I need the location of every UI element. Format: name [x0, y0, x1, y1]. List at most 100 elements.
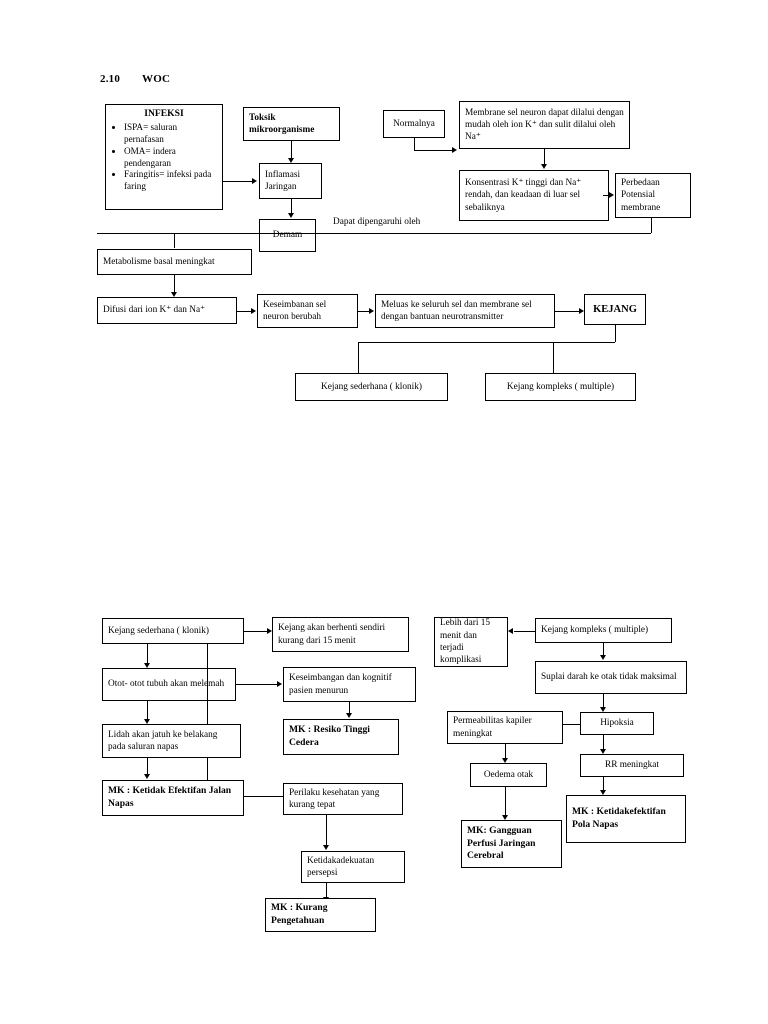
- connector-membrane-konsentrasi: [544, 149, 545, 165]
- box-konsentrasi: Konsentrasi K⁺ tinggi dan Na⁺ rendah, da…: [459, 170, 609, 221]
- connector-demam-metabolisme-v: [174, 233, 175, 248]
- connector-kejang-branch-h: [358, 342, 615, 343]
- box-berhenti-sendiri: Kejang akan berhenti sendiri kurang dari…: [272, 617, 409, 652]
- connector-lidah-mk: [147, 758, 148, 775]
- list-item: Faringitis= infeksi pada faring: [124, 169, 217, 193]
- arrowhead-down: [502, 758, 508, 763]
- box-suplai-darah: Suplai darah ke otak tidak maksimal: [535, 661, 687, 694]
- connector-keseimbanan-meluas: [358, 311, 369, 312]
- arrowhead-right: [267, 628, 272, 634]
- arrowhead-down: [144, 774, 150, 779]
- connector-toksik-inflamasi: [291, 141, 292, 159]
- connector-normalnya-v: [414, 138, 415, 150]
- box-rr-meningkat: RR meningkat: [580, 754, 684, 777]
- connector-sederhana-otot: [147, 644, 148, 664]
- infeksi-title: INFEKSI: [144, 108, 184, 119]
- box-mk-jalan-napas: MK : Ketidak Efektifan Jalan Napas: [102, 780, 244, 816]
- arrowhead-right: [369, 308, 374, 314]
- connector-persepsi-mk: [326, 883, 327, 898]
- connector-konsentrasi-perbedaan: [603, 195, 609, 196]
- arrowhead-down: [288, 158, 294, 163]
- connector-sederhana-berhenti: [244, 631, 267, 632]
- connector-perbedaan-v: [651, 218, 652, 233]
- box-otot-melemah: Otot- otot tubuh akan melemah: [102, 668, 236, 701]
- arrowhead-down: [346, 713, 352, 718]
- arrowhead-right: [452, 147, 457, 153]
- connector-metabolisme-difusi: [174, 275, 175, 293]
- connector-kejang-v: [615, 325, 616, 342]
- arrowhead-down: [541, 164, 547, 169]
- connector-meluas-kejang: [555, 311, 579, 312]
- connector-hipoksia-permeabilitas: [563, 724, 580, 725]
- arrowhead-right: [251, 308, 256, 314]
- box-meluas: Meluas ke seluruh sel dan membrane sel d…: [375, 294, 555, 328]
- arrowhead-down: [600, 707, 606, 712]
- arrowhead-down: [502, 815, 508, 820]
- box-lebih-15-menit: Lebih dari 15 menit dan terjadi komplika…: [434, 617, 508, 667]
- box-keseimbangan-kognitif: Keseimbangan dan kognitif pasien menurun: [283, 667, 416, 702]
- box-kejang: KEJANG: [584, 294, 646, 325]
- connector-trunk-to-perilaku: [207, 796, 283, 797]
- connector-kejang-left-v: [358, 342, 359, 373]
- connector-kompleks-suplai: [603, 643, 604, 656]
- connector-otot-lidah: [147, 701, 148, 720]
- list-item: ISPA= saluran pernafasan: [124, 122, 217, 146]
- box-toksik-mikroorganisme: Toksik mikroorganisme: [243, 107, 340, 141]
- arrowhead-down: [600, 790, 606, 795]
- section-number: 2.10: [100, 73, 121, 85]
- arrowhead-down: [600, 655, 606, 660]
- box-permeabilitas-kapiler: Permeabilitas kapiler meningkat: [447, 711, 563, 744]
- arrowhead-down: [323, 845, 329, 850]
- box-ketidakadekuatan-persepsi: Ketidakadekuatan persepsi: [301, 851, 405, 883]
- connector-kompleks-lebih15: [514, 631, 535, 632]
- arrowhead-down: [288, 213, 294, 218]
- connector-kejang-right-v: [553, 342, 554, 373]
- box-kejang-kompleks-bottom: Kejang kompleks ( multiple): [535, 618, 672, 643]
- arrowhead-down: [144, 663, 150, 668]
- arrowhead-right: [579, 308, 584, 314]
- section-title: WOC: [142, 73, 171, 85]
- arrowhead-right: [609, 192, 614, 198]
- box-keseimbanan-sel-neuron: Keseimbanan sel neuron berubah: [257, 294, 358, 328]
- arrowhead-right: [252, 178, 257, 184]
- connector-oedema-mk: [505, 787, 506, 816]
- label-dapat-dipengaruhi-oleh: Dapat dipengaruhi oleh: [333, 217, 421, 227]
- box-oedema-otak: Oedema otak: [470, 763, 547, 787]
- connector-difusi-keseimbanan: [237, 311, 251, 312]
- box-kejang-sederhana-bottom: Kejang sederhana ( klonik): [102, 618, 244, 644]
- arrowhead-left: [508, 628, 513, 634]
- box-kejang-sederhana-top: Kejang sederhana ( klonik): [295, 373, 448, 401]
- connector-suplai-hipoksia: [603, 694, 604, 708]
- connector-perilaku-ketidakadekuatan: [326, 815, 327, 846]
- box-hipoksia: Hipoksia: [580, 712, 654, 735]
- connector-kognitif-mk: [349, 702, 350, 714]
- connector-permeabilitas-oedema: [505, 744, 506, 759]
- box-inflamasi-jaringan: Inflamasi Jaringan: [259, 163, 322, 199]
- box-membrane-sel-neuron: Membrane sel neuron dapat dilalui dengan…: [459, 101, 630, 149]
- arrowhead-down: [600, 749, 606, 754]
- box-mk-resiko-tinggi-cedera: MK : Resiko Tinggi Cedera: [283, 719, 399, 755]
- connector-trunk-long-v: [207, 644, 208, 796]
- box-mk-pola-napas: MK : Ketidakefektifan Pola Napas: [566, 795, 686, 843]
- infeksi-list: ISPA= saluran pernafasan OMA= indera pen…: [111, 122, 217, 194]
- box-normalnya: Normalnya: [383, 110, 445, 138]
- box-lidah-jatuh: Lidah akan jatuh ke belakang pada salura…: [102, 724, 241, 758]
- connector-hipoksia-rr: [603, 735, 604, 750]
- arrowhead-down: [171, 292, 177, 297]
- connector-rr-mk: [603, 777, 604, 791]
- box-difusi: Difusi dari ion K⁺ dan Na⁺: [97, 297, 237, 324]
- box-kejang-kompleks-top: Kejang kompleks ( multiple): [485, 373, 636, 401]
- box-perbedaan-potensial: Perbedaan Potensial membrane: [615, 173, 691, 218]
- inflamasi-line1: Inflamasi Jaringan: [265, 169, 301, 192]
- list-item: OMA= indera pendengaran: [124, 146, 217, 170]
- connector-infeksi-inflamasi: [223, 181, 252, 182]
- connector-otot-keseimbangan: [236, 684, 277, 685]
- arrowhead-down: [144, 719, 150, 724]
- arrowhead-right: [277, 681, 282, 687]
- box-metabolisme-basal: Metabolisme basal meningkat: [97, 249, 252, 275]
- box-infeksi: INFEKSI ISPA= saluran pernafasan OMA= in…: [105, 104, 223, 210]
- box-mk-kurang-pengetahuan: MK : Kurang Pengetahuan: [265, 898, 376, 932]
- connector-perbedaan-h: [97, 233, 651, 234]
- box-mk-perfusi-jaringan: MK: Gangguan Perfusi Jaringan Cerebral: [461, 820, 562, 868]
